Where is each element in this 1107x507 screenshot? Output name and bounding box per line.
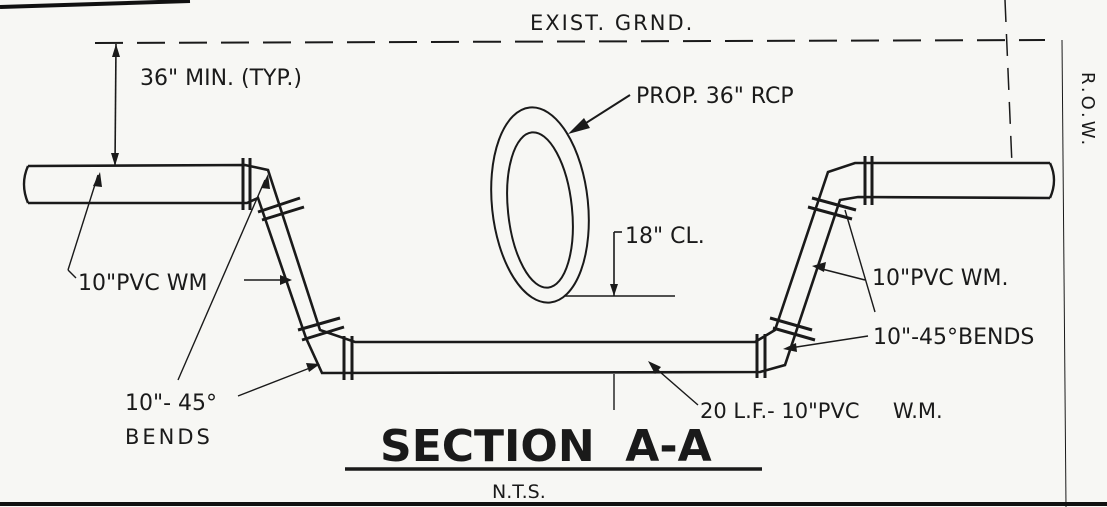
border-fragment (0, 0, 191, 9)
rcp-outer-wall (490, 106, 590, 304)
joint-left-low-1 (297, 316, 341, 332)
row-line (1004, 0, 1013, 166)
pipe-end-left (22, 165, 30, 204)
scale-note: N.T.S. (492, 481, 546, 503)
pipe-run-leader (651, 364, 699, 406)
min-cover-label: 36" MIN. (TYP.) (140, 66, 302, 91)
joint-right-low-2 (772, 326, 816, 342)
joint-right-slope-2 (807, 205, 853, 221)
cover-dimension-line (114, 43, 117, 167)
clearance-label: 18" CL. (625, 224, 705, 249)
bends-left-leader-2 (237, 365, 316, 397)
pvc-left-leader-1-arrow (93, 172, 102, 187)
pvc-left-leader-2-arrow (280, 275, 292, 285)
right-edge-line (1061, 39, 1067, 507)
exist-grnd-label: EXIST. GRND. (530, 11, 694, 35)
existing-ground-line (94, 39, 1046, 44)
pvc-left-leader-1-tick (67, 269, 77, 279)
joint-left-low-2 (301, 325, 345, 342)
row-label: R.O.W. (1077, 72, 1098, 148)
section-title: SECTION A-A (380, 421, 712, 472)
joint-left-slope-1 (257, 196, 301, 214)
bends-right-label: 10"-45°BENDS (873, 325, 1034, 350)
pvc-wm-right-label: 10"PVC WM. (872, 266, 1009, 291)
cover-arrow-bottom (111, 153, 119, 166)
water-main-top-edge (27, 161, 1050, 344)
bends-right-leader (789, 335, 869, 349)
bends-right-leader-arrow (783, 343, 797, 352)
pipe-run-label: 20 L.F.- 10"PVC W.M. (700, 399, 943, 423)
rcp-leader-arrow (568, 118, 590, 134)
bends-left-leader-1 (177, 179, 266, 381)
pvc-right-leader (817, 267, 866, 281)
prop-rcp-label: PROP. 36" RCP (636, 84, 794, 109)
joint-right-low-1 (769, 316, 813, 332)
pipe-joints (241, 156, 874, 380)
joint-left-slope-2 (261, 205, 305, 222)
bends-left-line1: 10"- 45° (125, 391, 217, 416)
pvc-wm-left-label: 10"PVC WM (78, 271, 208, 296)
pvc-right-leader-2 (844, 209, 876, 313)
pvc-right-leader-arrow (812, 262, 826, 272)
water-main-bottom-edge (28, 195, 1051, 375)
pvc-left-leader-1 (67, 174, 99, 271)
rcp-inner-wall (506, 131, 574, 289)
bends-left-line2: BENDS (125, 425, 213, 449)
bends-left-leader-1-arrow (261, 174, 270, 189)
clearance-arrow (610, 284, 618, 296)
bends-left-leader-2-arrow (306, 363, 320, 372)
pipe-end-right (1048, 162, 1056, 199)
pipe-run-leader-arrow (648, 361, 661, 374)
cover-arrow-top (112, 44, 120, 57)
joint-right-slope-1 (811, 196, 857, 212)
